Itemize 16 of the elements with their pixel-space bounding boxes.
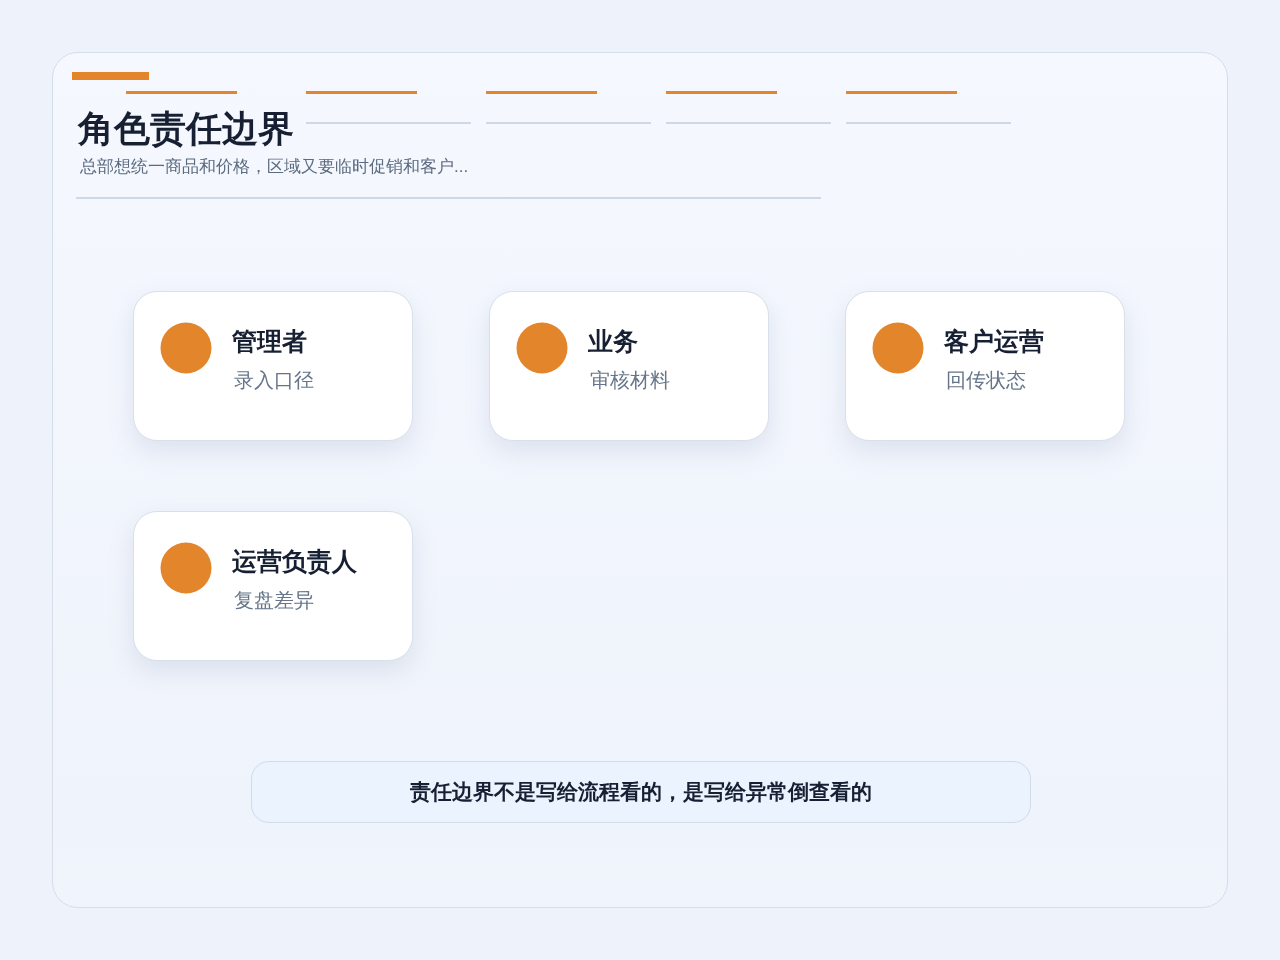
role-name: 运营负责人 <box>232 546 357 577</box>
subtitle-text: 总部想统一商品和价格，区域又要临时促销和客户... <box>80 156 469 178</box>
role-name: 管理者 <box>232 326 307 357</box>
callout-box <box>251 761 1031 823</box>
role-duty: 录入口径 <box>234 368 314 393</box>
role-duty: 审核材料 <box>590 368 670 393</box>
role-name: 业务 <box>588 326 638 357</box>
role-duty: 回传状态 <box>946 368 1026 393</box>
role-card <box>845 291 1125 441</box>
role-card <box>489 291 769 441</box>
slide-title: 角色责任边界 <box>78 107 294 151</box>
role-card <box>133 511 413 661</box>
role-card <box>133 291 413 441</box>
role-duty: 复盘差异 <box>234 588 314 613</box>
role-name: 客户运营 <box>944 326 1044 357</box>
callout-text: 责任边界不是写给流程看的，是写给异常倒查看的 <box>410 779 872 805</box>
